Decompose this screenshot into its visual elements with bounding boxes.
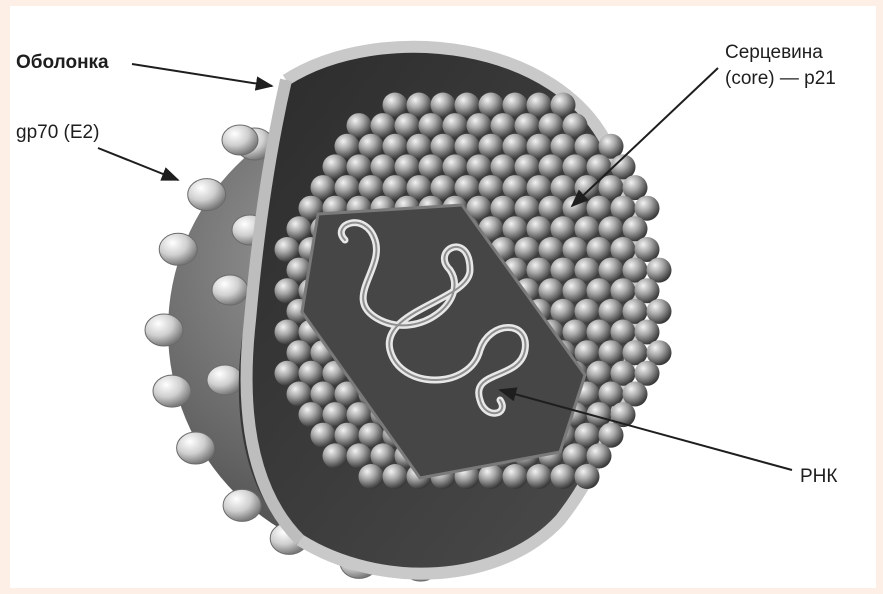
envelope-arrow <box>132 64 272 86</box>
glycoprotein-arrow <box>98 148 178 180</box>
spike <box>159 233 197 265</box>
spike <box>207 365 243 395</box>
spike <box>188 179 226 211</box>
capsomere <box>323 443 348 468</box>
capsomere <box>527 464 552 489</box>
spike <box>212 275 248 305</box>
core-label-line1: Серцевина <box>725 42 823 63</box>
capsomere <box>575 464 600 489</box>
capsomere <box>503 464 528 489</box>
rna-label: РНК <box>800 466 837 487</box>
spike <box>222 125 258 155</box>
spike <box>223 489 261 521</box>
capsomere <box>359 464 384 489</box>
spike <box>177 432 215 464</box>
spike <box>145 314 183 346</box>
core-label-line2: (core) — p21 <box>725 68 836 89</box>
capsomere <box>383 464 408 489</box>
envelope-label: Оболонка <box>16 52 109 73</box>
glycoprotein-label: gp70 (E2) <box>16 122 99 143</box>
capsomere <box>551 464 576 489</box>
spike <box>153 375 191 407</box>
